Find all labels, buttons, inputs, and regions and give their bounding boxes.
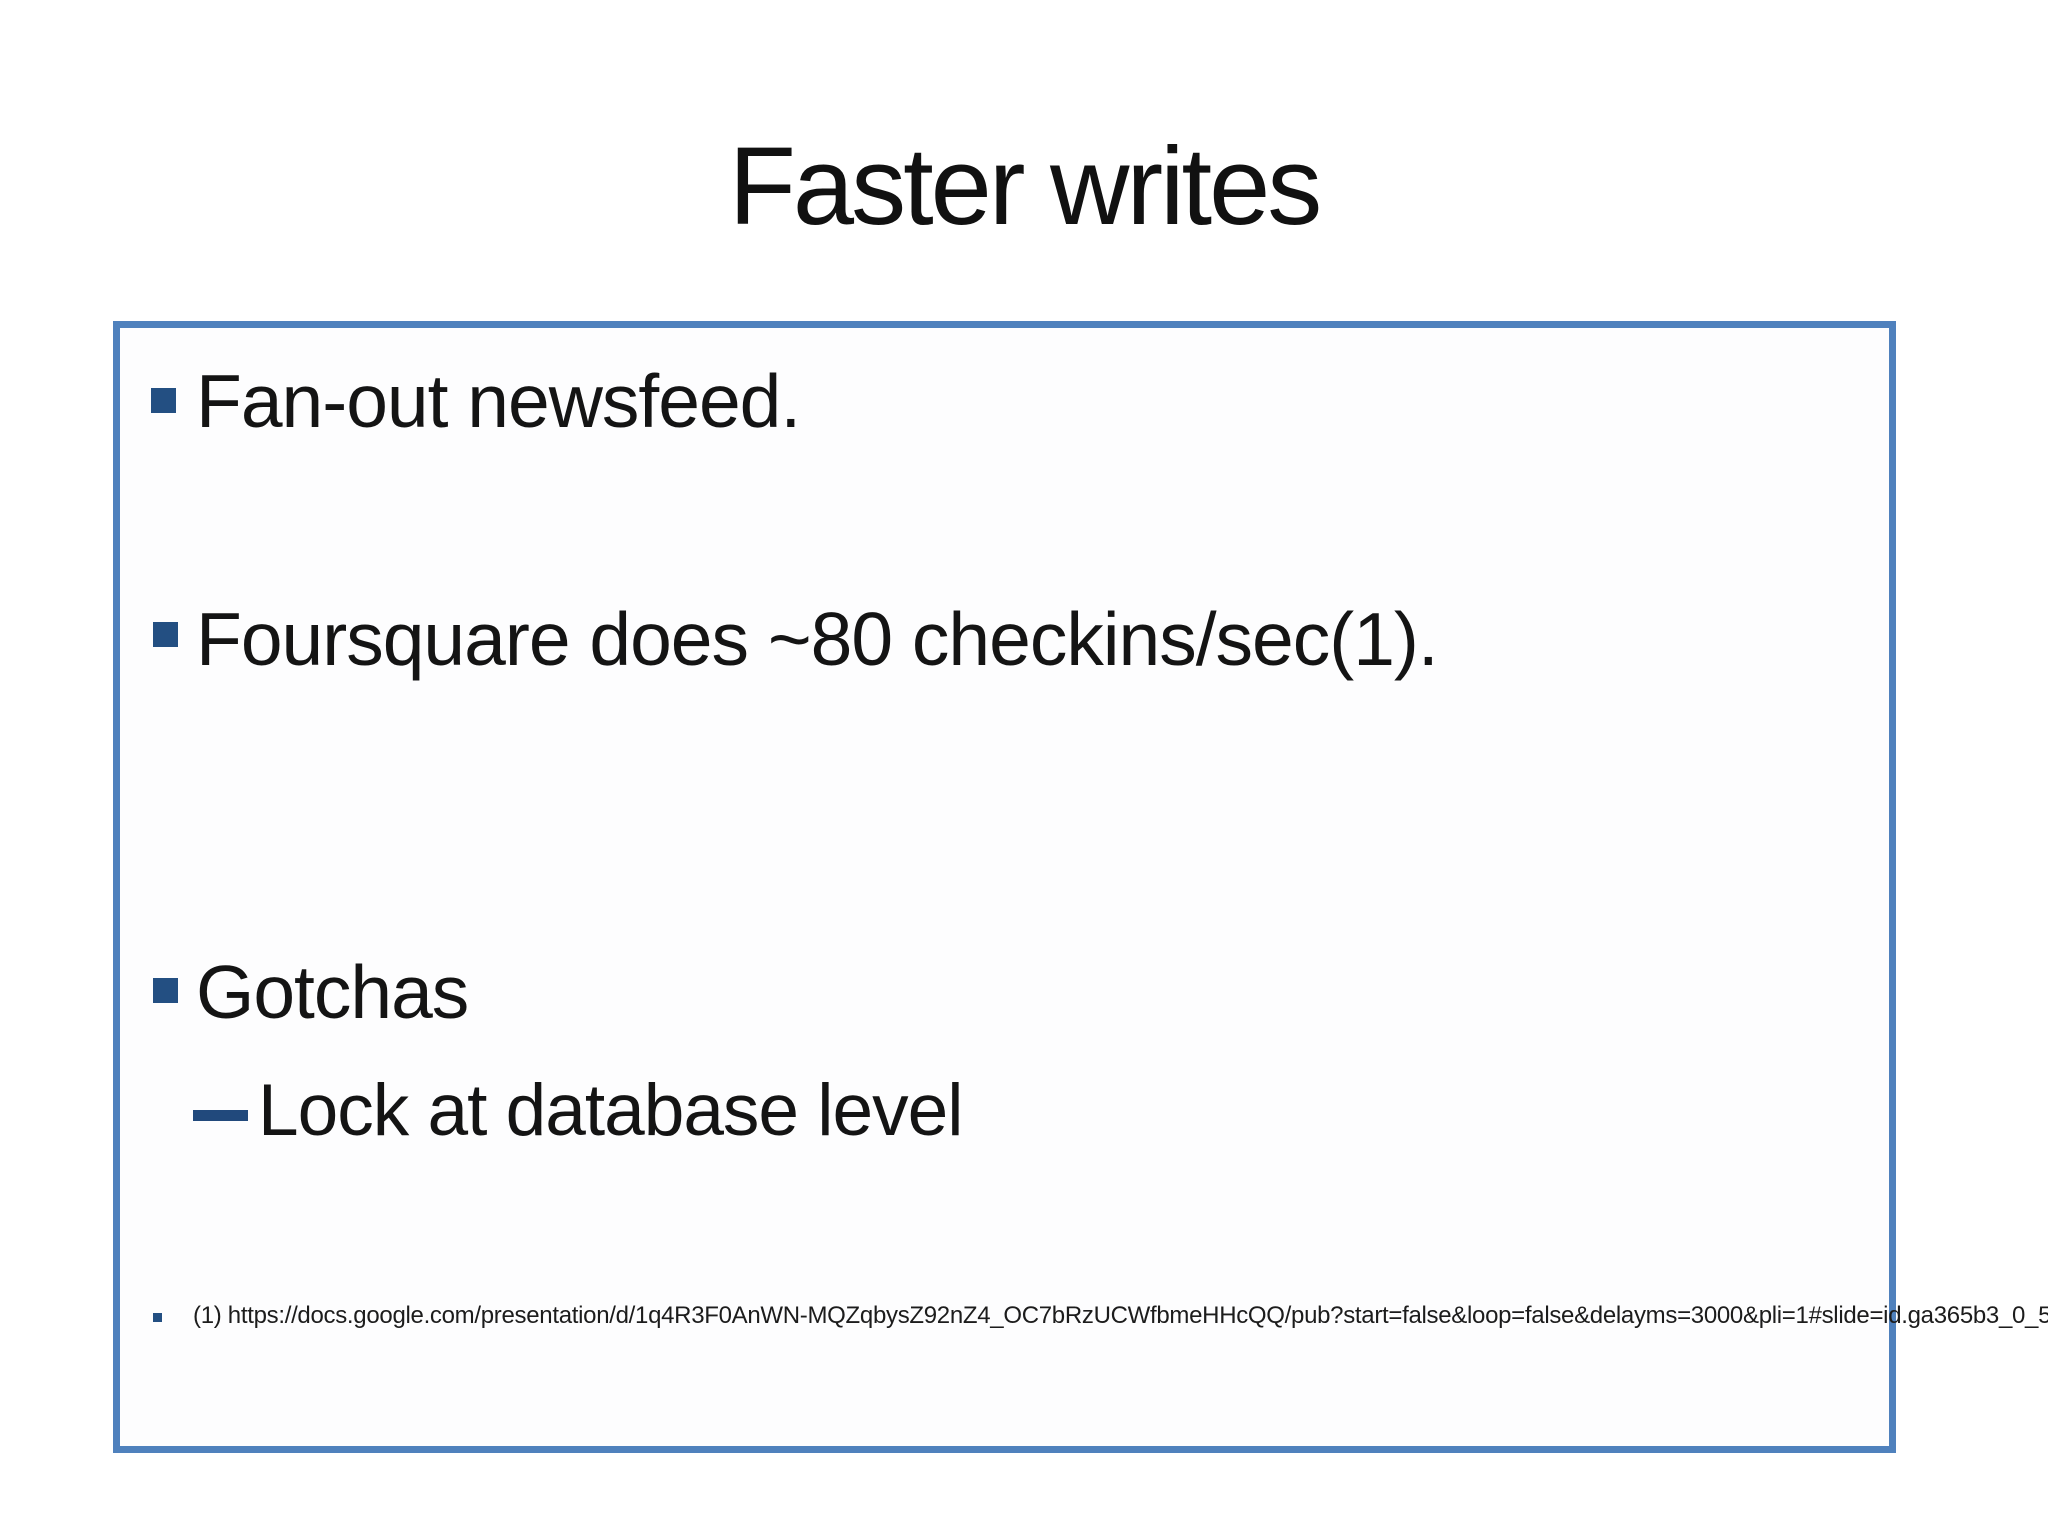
content-box: Fan-out newsfeed. Foursquare does ~80 ch… bbox=[113, 321, 2048, 1453]
footnote-bullet-icon bbox=[153, 1313, 162, 1322]
bullet-square-icon bbox=[153, 622, 178, 647]
slide-title: Faster writes bbox=[728, 125, 1323, 248]
dash-icon bbox=[193, 1110, 248, 1121]
bullet-item: Fan-out newsfeed. bbox=[196, 359, 801, 443]
bullet-item: Gotchas bbox=[196, 950, 469, 1034]
bullet-square-icon bbox=[151, 388, 176, 413]
footnote: (1) https://docs.google.com/presentation… bbox=[193, 1302, 2048, 1329]
bullet-square-icon bbox=[153, 978, 178, 1003]
sub-bullet-item: Lock at database level bbox=[258, 1070, 963, 1151]
bullet-item: Foursquare does ~80 checkins/sec(1). bbox=[196, 597, 1439, 681]
